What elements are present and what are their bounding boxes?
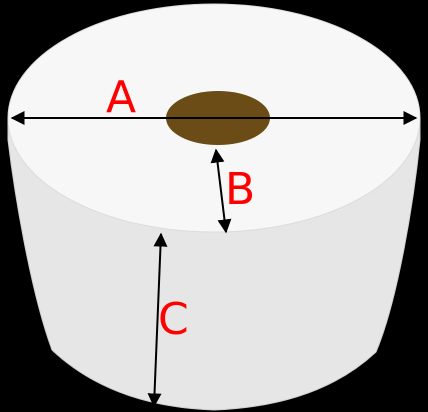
dimension-arrow-b xyxy=(210,148,232,234)
dimension-arrow-c xyxy=(147,232,168,408)
label-b: B xyxy=(225,164,255,215)
label-c: C xyxy=(158,294,189,345)
label-a: A xyxy=(106,72,136,123)
